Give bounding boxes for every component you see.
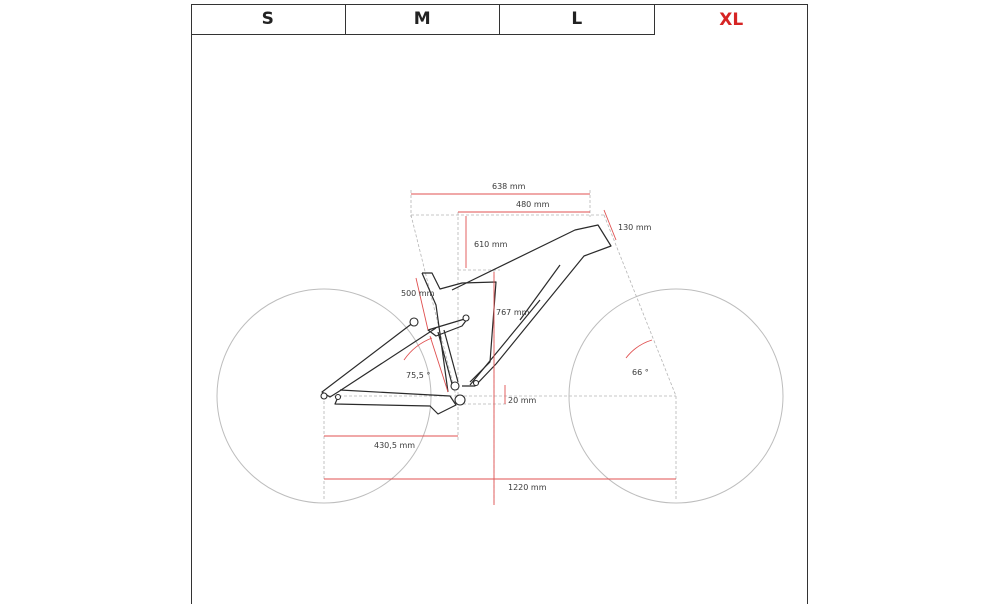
tab-size-xl[interactable]: XL [719, 9, 744, 30]
dim-seat-tube-label: 500 mm [401, 289, 435, 298]
dim-seat-angle-label: 75,5 ° [406, 371, 430, 380]
tab-size-m[interactable]: M [345, 4, 500, 35]
dim-bb-drop-label: 20 mm [508, 396, 537, 405]
dim-stack-label: 610 mm [474, 240, 508, 249]
size-tabs: S M L XL [191, 4, 808, 36]
dim-top-tube-label: 480 mm [516, 200, 550, 209]
dim-standover-label: 767 mm [496, 308, 530, 317]
frame-pivots [320, 314, 480, 406]
dim-chainstay-label: 430,5 mm [374, 441, 415, 450]
dim-head-tube-label: 130 mm [618, 223, 652, 232]
tab-size-s[interactable]: S [191, 4, 346, 35]
dimension-lines [324, 193, 676, 505]
guide-lines [323, 190, 677, 505]
tab-size-l[interactable]: L [500, 4, 655, 35]
dim-wheelbase-label: 1220 mm [508, 483, 547, 492]
dim-head-angle-label: 66 ° [632, 368, 649, 377]
dim-reach-label: 638 mm [492, 182, 526, 191]
bike-frame [321, 224, 612, 415]
